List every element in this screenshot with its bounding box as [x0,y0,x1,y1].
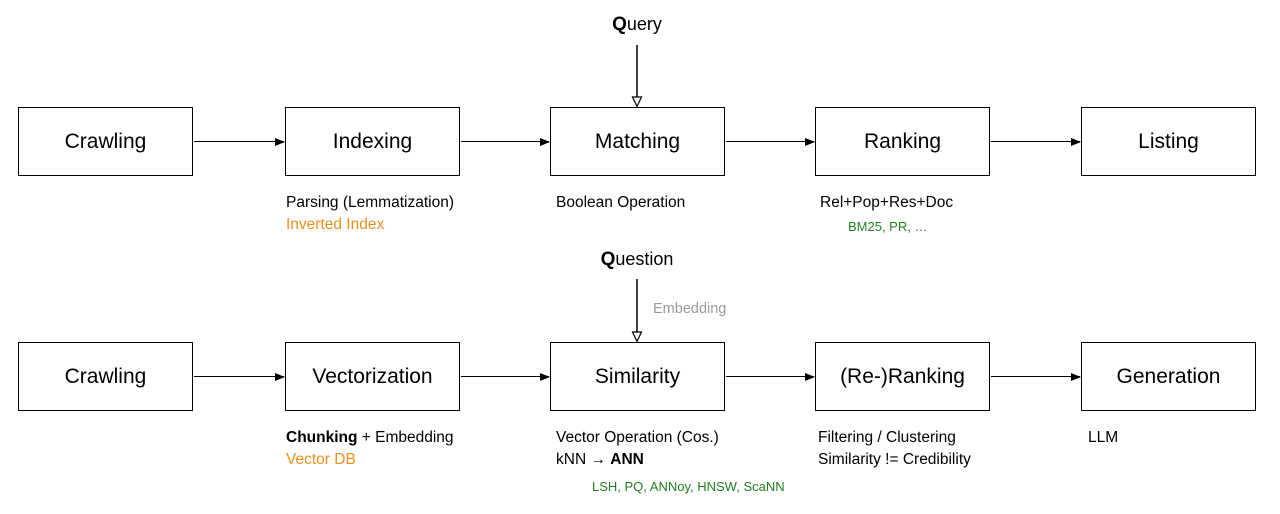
box-label: Generation [1116,364,1221,388]
note-knn-ann: kNN → ANN [556,449,785,471]
similarity-notes: Vector Operation (Cos.) kNN → ANN LSH, P… [556,427,785,497]
note-filtering-clustering: Filtering / Clustering [818,429,956,446]
box-label: Ranking [863,129,942,153]
embedding-arrow-label: Embedding [653,301,727,317]
note-vector-db: Vector DB [286,451,356,468]
query-label-rest: uery [626,14,662,34]
box-ranking: Ranking [815,107,990,176]
box-label: Indexing [332,129,413,153]
arrow-crawling-vectorization [194,372,285,381]
question-label: Question [567,249,707,271]
note-chunking-embedding: Chunking + Embedding [286,427,454,449]
arrow-indexing-matching [461,137,550,146]
note-ann-bold: ANN [610,451,644,468]
arrow-reranking-generation [991,372,1081,381]
note-vector-operation: Vector Operation (Cos.) [556,429,719,446]
note-ann-algorithms: LSH, PQ, ANNoy, HNSW, ScaNN [592,479,785,494]
note-chunking-rest: + Embedding [357,429,454,446]
note-llm: LLM [1088,429,1119,446]
box-crawling-bottom: Crawling [18,342,193,411]
note-bm25-pr: BM25, PR, … [848,219,928,234]
query-down-arrow [631,45,643,108]
note-chunking-bold: Chunking [286,429,358,446]
note-boolean-operation: Boolean Operation [556,194,686,211]
box-label: (Re-)Ranking [840,364,965,388]
generation-notes: LLM [1088,427,1118,449]
box-re-ranking: (Re-)Ranking [815,342,990,411]
indexing-notes: Parsing (Lemmatization) Inverted Index [286,192,454,236]
box-vectorization: Vectorization [285,342,460,411]
box-matching: Matching [550,107,725,176]
box-listing: Listing [1081,107,1256,176]
matching-notes: Boolean Operation [556,192,685,214]
box-label: Listing [1138,129,1199,153]
box-crawling-top: Crawling [18,107,193,176]
arrow-ranking-listing [991,137,1081,146]
box-label: Matching [594,129,681,153]
box-similarity: Similarity [550,342,725,411]
arrow-crawling-indexing [194,137,285,146]
ranking-notes: Rel+Pop+Res+Doc BM25, PR, … [820,192,953,237]
question-label-bold: Q [600,249,616,270]
reranking-notes: Filtering / Clustering Similarity != Cre… [818,427,971,471]
note-rel-pop-res-doc: Rel+Pop+Res+Doc [820,194,954,211]
note-knn-pre: kNN → [556,451,611,468]
box-label: Similarity [594,364,681,388]
note-inverted-index: Inverted Index [286,216,385,233]
arrow-matching-ranking [726,137,815,146]
question-label-rest: uestion [615,249,674,269]
query-label-bold: Q [612,14,627,35]
question-down-arrow [631,279,643,343]
box-generation: Generation [1081,342,1256,411]
box-indexing: Indexing [285,107,460,176]
query-label: Query [567,14,707,36]
note-parsing-lemmatization: Parsing (Lemmatization) [286,194,454,211]
box-label: Crawling [64,364,147,388]
vectorization-notes: Chunking + Embedding Vector DB [286,427,454,471]
arrow-vectorization-similarity [461,372,550,381]
arrow-similarity-reranking [726,372,815,381]
box-label: Crawling [64,129,147,153]
box-label: Vectorization [312,364,433,388]
note-similarity-credibility: Similarity != Credibility [818,451,971,468]
